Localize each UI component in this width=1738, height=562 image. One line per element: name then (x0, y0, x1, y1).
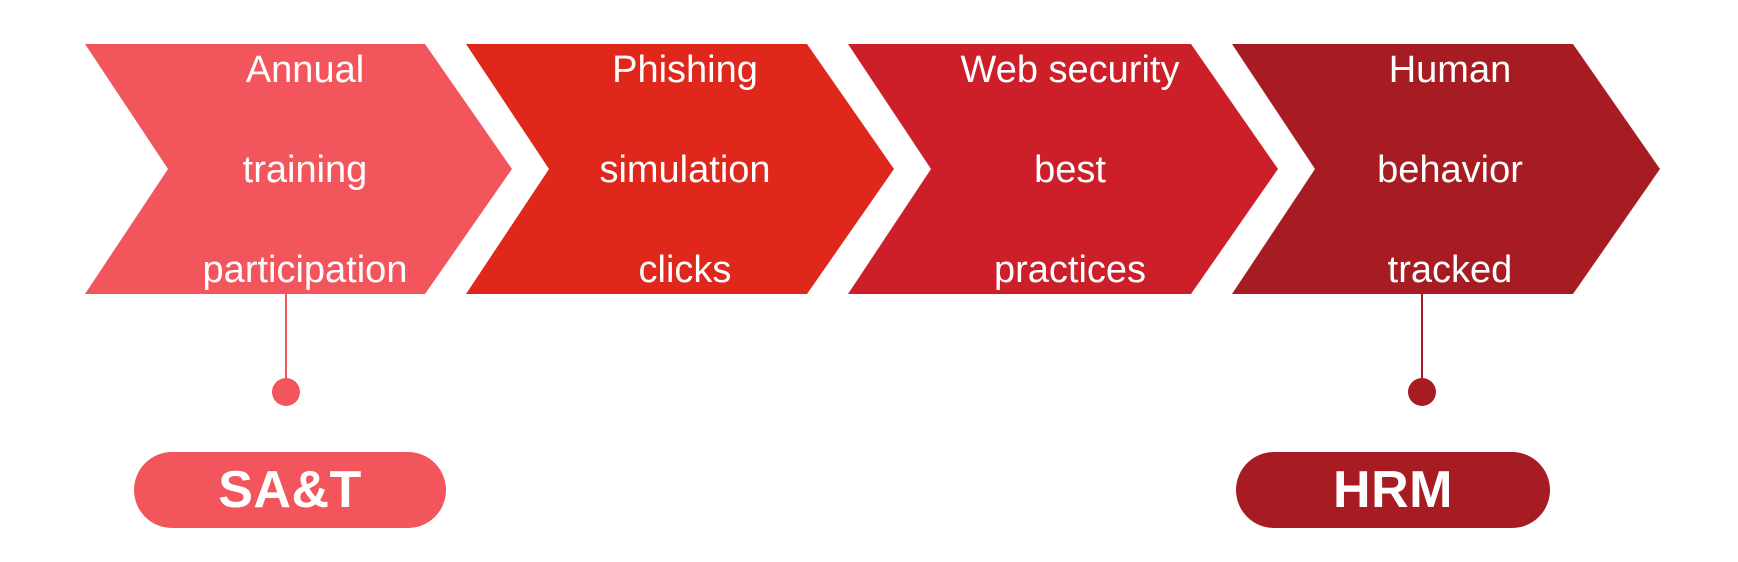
chevron-step-1 (85, 44, 512, 294)
step-2-line-1: Phishing (612, 49, 758, 91)
connector-dot-right (1408, 378, 1436, 406)
step-4-line-1: Human (1388, 49, 1512, 91)
chevron-step-3 (848, 44, 1278, 294)
sat-tag-label: SA&T (218, 461, 362, 519)
step-1-line-1: Annual (245, 49, 365, 91)
step-1-line-2: training (242, 149, 368, 191)
step-2-line-2: simulation (599, 149, 771, 191)
sat-tag: SA&T (134, 452, 446, 528)
chevron-step-4 (1232, 44, 1660, 294)
chevron-step-2 (466, 44, 894, 294)
connector-dot-left (272, 378, 300, 406)
step-2-label: Phishing simulation clicks (540, 49, 830, 291)
step-2-line-3: clicks (638, 249, 732, 291)
hrm-tag: HRM (1236, 452, 1550, 528)
step-4-label: Human behavior tracked (1305, 49, 1595, 291)
step-4-line-3: tracked (1387, 249, 1513, 291)
step-4-line-2: behavior (1377, 149, 1523, 191)
step-3-line-3: practices (993, 249, 1147, 291)
step-3-label: Web security best practices (915, 49, 1225, 291)
step-3-line-1: Web security (960, 49, 1180, 91)
step-3-line-2: best (1034, 149, 1106, 191)
hrm-tag-label: HRM (1333, 461, 1453, 519)
step-1-label: Annual training participation (160, 49, 450, 291)
step-1-line-3: participation (202, 249, 408, 291)
